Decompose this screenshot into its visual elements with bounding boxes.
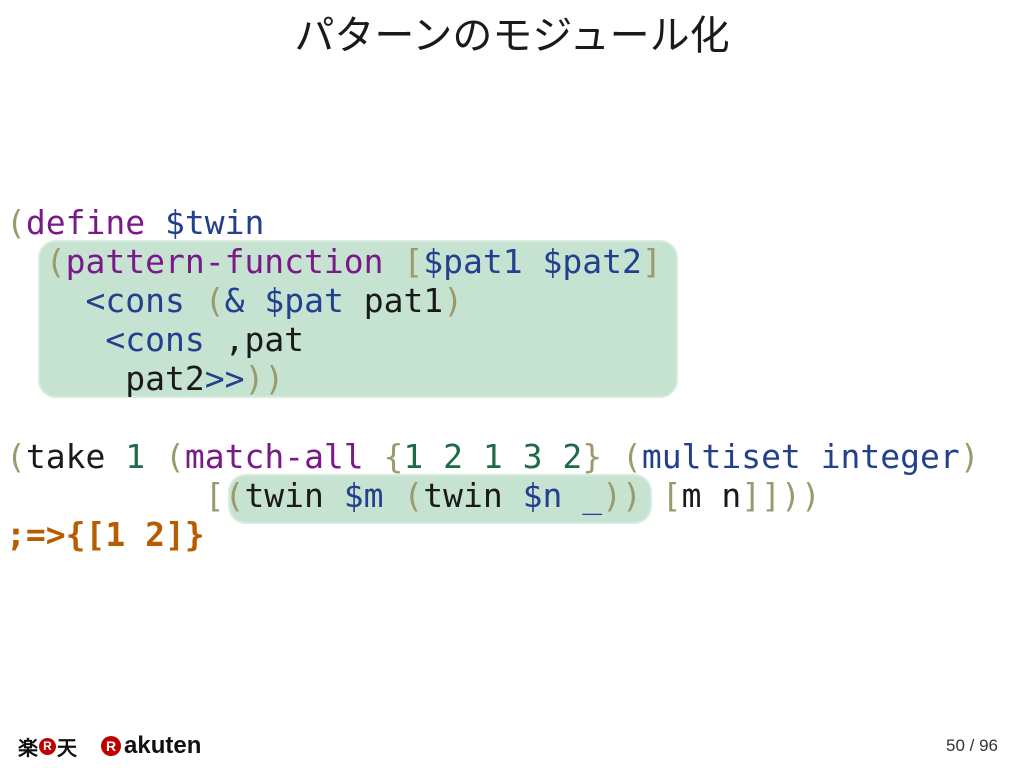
- logo-r-icon: R: [101, 736, 121, 756]
- rakuten-kanji-logo: 楽 R 天: [18, 732, 77, 761]
- code-token-result: ;=>{[1 2]}: [6, 515, 205, 554]
- code-token-keyword: pattern-function: [65, 242, 384, 281]
- code-token-constructor: cons: [105, 281, 185, 320]
- logo-wordmark-text: akuten: [124, 732, 202, 759]
- logo-kanji-right: 天: [57, 735, 77, 760]
- code-line-pat2: pat2>>)): [125, 359, 285, 398]
- rakuten-logo: 楽 R 天 R akuten: [18, 732, 201, 760]
- code-token-variable: $n: [522, 476, 563, 515]
- code-token-variable: $twin: [164, 203, 265, 242]
- code-line-define: (define $twin: [6, 203, 980, 242]
- code-token-variable: $pat2: [542, 242, 642, 281]
- code-line-take: (take 1 (match-all {1 2 1 3 2} (multiset…: [6, 437, 980, 476]
- logo-r-icon: R: [39, 737, 56, 755]
- code-token-variable: $pat1: [423, 242, 523, 281]
- code-token-number: 1 2 1 3 2: [403, 437, 583, 476]
- code-line-cons-1: <cons (& $pat pat1): [85, 281, 464, 320]
- code-line-cons-2: <cons ,pat: [105, 320, 305, 359]
- code-line-pattern-function: (pattern-function [$pat1 $pat2]: [45, 242, 662, 281]
- highlight-pattern-function: [38, 240, 678, 398]
- code-line-twin: [(twin $m (twin $n _)) [m n]])): [204, 476, 821, 515]
- code-line-blank: [6, 398, 980, 437]
- code-block: (define $twin (pattern-function [$pat1 $…: [6, 203, 980, 554]
- code-token-paren: (: [6, 203, 26, 242]
- code-token-constructor: integer: [820, 437, 960, 476]
- code-token-variable: $m: [343, 476, 384, 515]
- slide-title: パターンのモジュール化: [294, 13, 730, 59]
- code-token-constructor: multiset: [641, 437, 801, 476]
- code-token-number: 1: [125, 437, 146, 476]
- rakuten-wordmark: R akuten: [101, 732, 201, 760]
- code-token-constructor: cons: [125, 320, 205, 359]
- code-token-keyword: match-all: [184, 437, 364, 476]
- code-token-keyword: define: [25, 203, 146, 242]
- code-token-variable: $pat: [264, 281, 344, 320]
- logo-kanji-left: 楽: [18, 735, 38, 760]
- page-number: 50 / 96: [946, 736, 998, 755]
- code-line-result: ;=>{[1 2]}: [6, 515, 980, 554]
- highlight-twin-pattern: [228, 474, 652, 524]
